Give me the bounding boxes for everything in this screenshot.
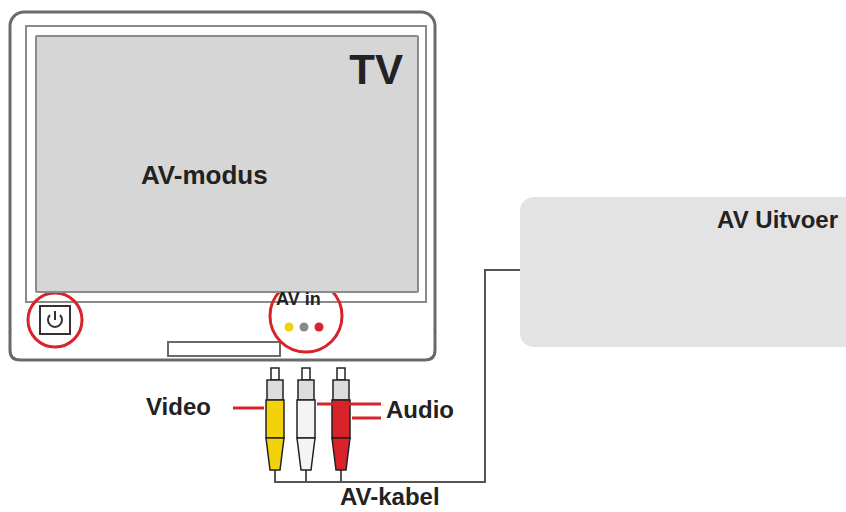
rca-plug-part bbox=[267, 380, 283, 400]
power-button-part bbox=[40, 306, 70, 334]
power-button-part bbox=[28, 293, 82, 347]
rca-plug bbox=[266, 368, 350, 470]
tv-screen: TV AV-modus bbox=[35, 35, 419, 293]
av-cable bbox=[275, 270, 560, 482]
port-label: AV in bbox=[276, 290, 321, 310]
rca-plug-part bbox=[332, 438, 350, 470]
av-cable-part bbox=[275, 270, 560, 482]
rca-plug-part bbox=[333, 380, 349, 400]
signal-label: Video bbox=[146, 394, 211, 420]
av-in-jacks-part bbox=[315, 323, 324, 332]
leader-line-part bbox=[317, 403, 381, 406]
tv-housing-part bbox=[168, 342, 280, 356]
mode-label: AV-modus bbox=[141, 161, 268, 190]
rca-plug-part bbox=[332, 400, 350, 438]
rca-plug-part bbox=[266, 400, 284, 438]
rca-plug-part bbox=[297, 438, 315, 470]
leader-line-part bbox=[352, 417, 381, 420]
rca-plug-part bbox=[337, 368, 345, 380]
tv-housing-part bbox=[10, 330, 435, 360]
leader-line bbox=[233, 404, 381, 418]
signal-label: Audio bbox=[386, 397, 454, 423]
tv-housing-part bbox=[26, 26, 426, 302]
device-panel: AV Uitvoer bbox=[520, 197, 846, 347]
leader-line-part bbox=[233, 407, 264, 410]
power-button bbox=[28, 293, 82, 347]
rca-plug-part bbox=[298, 380, 314, 400]
rca-plug-part bbox=[271, 368, 279, 380]
av-in-jacks-part bbox=[300, 323, 309, 332]
av-cable-part bbox=[306, 470, 341, 482]
av-in-jacks-part bbox=[285, 323, 294, 332]
rca-plug-part bbox=[266, 438, 284, 470]
tv-housing bbox=[10, 12, 435, 360]
output-label: AV Uitvoer bbox=[717, 207, 838, 233]
rca-plug-part bbox=[302, 368, 310, 380]
power-button-part bbox=[54, 311, 56, 320]
tv-housing-part bbox=[10, 12, 435, 342]
rca-plug-part bbox=[297, 400, 315, 438]
cable-label: AV-kabel bbox=[340, 484, 440, 510]
tv-label: TV bbox=[349, 47, 403, 93]
